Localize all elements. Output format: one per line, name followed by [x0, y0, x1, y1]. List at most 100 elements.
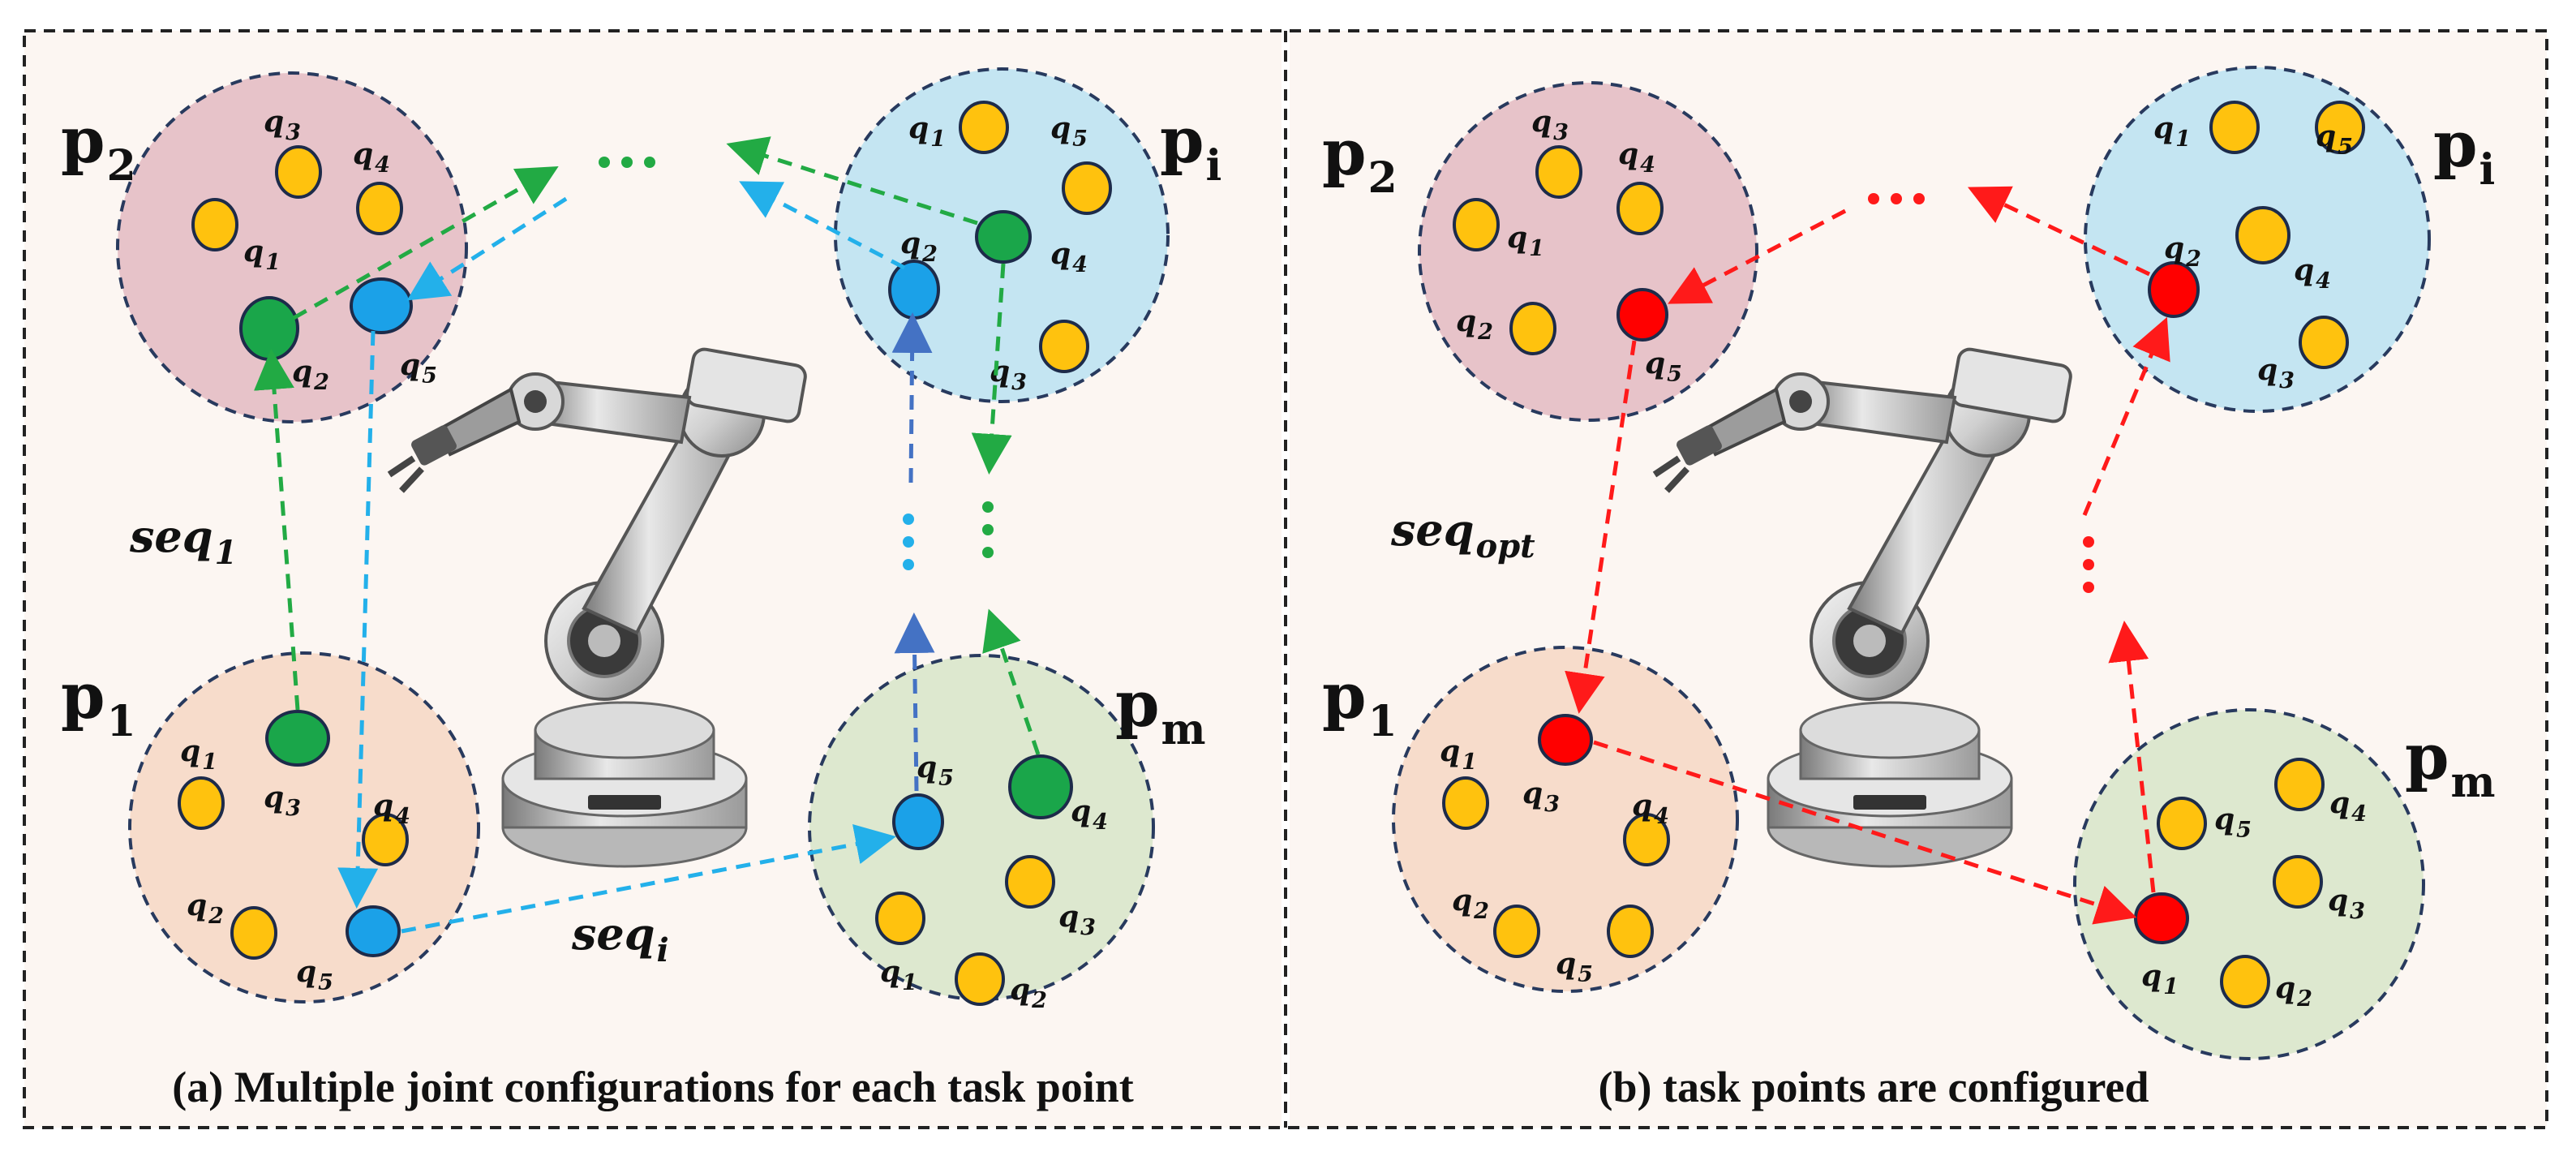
config-label-q5-sub: 5: [318, 970, 333, 995]
task-point-label-pi-base: p: [2433, 108, 2478, 182]
config-label-q3-sub: 3: [286, 796, 301, 821]
config-label-q4-sub: 4: [375, 153, 390, 178]
config-label-q2: q2: [1010, 973, 1047, 1013]
config-label-q2-base: q: [2164, 231, 2184, 265]
seqi-arrow-p1-to-pm: [401, 823, 896, 934]
config-label-q4-sub: 4: [2351, 801, 2367, 827]
config-label-q1: q1: [880, 955, 917, 995]
seq1-label-sub: 1: [215, 534, 238, 572]
config-label-q5-sub: 5: [938, 766, 954, 791]
config-label-q1-sub: 1: [2163, 974, 2179, 999]
task-point-label-p1: p1: [61, 660, 136, 746]
config-q3-p2: [1535, 145, 1582, 199]
config-label-q3-sub: 3: [1553, 120, 1569, 145]
config-q3-pm: [1005, 855, 1055, 909]
config-label-q1-sub: 1: [930, 127, 946, 152]
config-q4-p1: [362, 813, 409, 866]
config-label-q5: q5: [2316, 119, 2353, 160]
config-q5-pm: [2157, 797, 2207, 850]
config-label-q3-base: q: [1522, 776, 1543, 810]
seqi-arrow-p2-to-p1: [337, 330, 379, 909]
config-label-q5: q5: [400, 348, 437, 389]
config-label-q4: q4: [1071, 794, 1108, 835]
config-label-q1: q1: [1440, 734, 1477, 775]
config-label-q5-base: q: [1556, 947, 1576, 981]
config-q2-pm: [2220, 955, 2270, 1008]
seqopt-label: seqopt: [1390, 504, 1535, 565]
config-label-q4: q4: [373, 789, 410, 829]
config-q3-p1-selected: [1538, 714, 1593, 766]
seqopt-arrow-p2-to-p1: [1565, 340, 1637, 714]
seqi-label-sub: i: [657, 931, 669, 969]
config-label-q2-base: q: [187, 888, 207, 922]
config-label-q3: q3: [2257, 353, 2295, 393]
task-point-label-pi: pi: [2433, 108, 2495, 195]
config-label-q1-base: q: [1507, 221, 1527, 255]
config-label-q3: q3: [1058, 900, 1096, 940]
config-label-q5-sub: 5: [1667, 362, 1682, 387]
config-label-q4: q4: [1050, 237, 1088, 277]
config-label-q3-base: q: [1531, 105, 1552, 139]
config-label-q3-sub: 3: [286, 120, 301, 145]
config-label-q1-sub: 1: [202, 750, 217, 775]
seq1-ellipsis-top-dot: [599, 157, 610, 168]
config-label-q5-base: q: [2214, 802, 2235, 836]
config-label-q5-sub: 5: [1072, 127, 1088, 152]
task-point-label-p1-sub: 1: [107, 697, 136, 746]
task-point-label-pm: pm: [2405, 720, 2496, 807]
config-label-q3-base: q: [2257, 353, 2278, 387]
config-label-q1: q1: [2141, 959, 2179, 999]
config-label-q2: q2: [1456, 304, 1493, 345]
config-label-q3-base: q: [264, 780, 284, 814]
seq1-arrow-p1-to-p2: [254, 349, 300, 711]
config-label-q3-sub: 3: [1011, 370, 1027, 395]
config-q1-p2: [191, 198, 238, 251]
seqi-arrow-to-pi: [891, 312, 933, 483]
config-label-q1-base: q: [1440, 734, 1460, 768]
task-point-region-p2: [116, 71, 468, 423]
config-label-q1: q1: [1507, 221, 1544, 261]
config-q5-pm-selected: [892, 793, 944, 850]
config-label-q5: q5: [2214, 802, 2252, 843]
config-q3-pi: [1039, 320, 1089, 373]
task-point-label-p1: p1: [1322, 660, 1397, 746]
seqopt-ellipsis-right-dot: [2083, 582, 2094, 593]
config-q5-p2-selected: [350, 277, 413, 334]
seq1-arrow-p2-to-ellipsis: [292, 166, 559, 320]
seqopt-arrow-pi-to-ellipsis: [1967, 186, 2151, 277]
config-q4-pi: [2235, 206, 2290, 264]
config-label-q1: q1: [180, 734, 217, 775]
config-q2-pi-selected: [888, 260, 940, 320]
config-label-q4-base: q: [1632, 789, 1652, 823]
seqi-label: seqi: [571, 908, 669, 969]
config-label-q3: q3: [2328, 883, 2365, 924]
config-q5-pi: [1062, 161, 1112, 215]
config-label-q2: q2: [292, 355, 329, 395]
config-label-q2: q2: [187, 888, 224, 929]
config-q3-p2: [275, 145, 322, 199]
config-label-q3: q3: [264, 780, 301, 821]
config-label-q5-base: q: [400, 348, 420, 382]
seqopt-ellipsis-top-dot: [1891, 193, 1902, 204]
seq1-ellipsis-right-dot: [982, 501, 994, 513]
seq1-ellipsis-top: [599, 157, 655, 168]
config-q5-p1: [1607, 905, 1654, 958]
task-point-label-p2-sub: 2: [1368, 153, 1397, 203]
config-label-q3-sub: 3: [1080, 915, 1096, 940]
seq1-label: seq1: [129, 510, 237, 572]
config-q1-p1: [1442, 776, 1489, 830]
config-q3-pi: [2299, 316, 2349, 369]
config-label-q5-sub: 5: [1578, 962, 1593, 987]
config-q2-p1: [230, 906, 277, 960]
seqi-ellipsis-right: [903, 514, 914, 570]
config-label-q1: q1: [2153, 111, 2191, 152]
config-label-q4-base: q: [2294, 253, 2314, 287]
config-label-q4-sub: 4: [1072, 252, 1088, 277]
config-label-q2-base: q: [292, 355, 312, 389]
config-label-q2-sub: 2: [313, 370, 329, 395]
config-q2-p2: [1509, 302, 1556, 355]
config-label-q5-base: q: [296, 955, 316, 989]
config-label-q5-base: q: [1645, 346, 1665, 380]
seqopt-ellipsis-top: [1868, 193, 1925, 204]
